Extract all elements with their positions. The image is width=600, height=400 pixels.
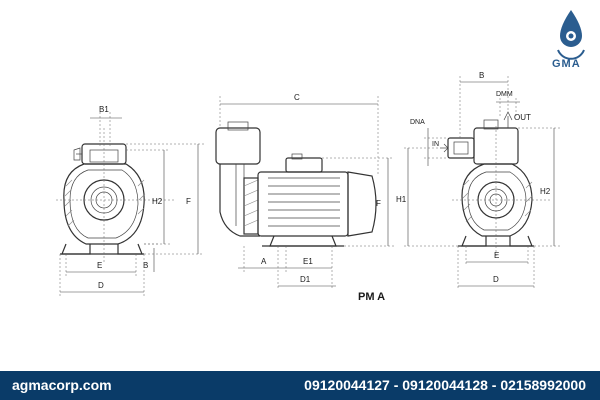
side-label-a: A (261, 257, 267, 266)
rear-label-in: IN (432, 141, 439, 148)
side-label-f: F (376, 199, 381, 208)
side-label-c: C (294, 93, 300, 102)
rear-label-dna: DNA (410, 119, 425, 126)
footer-phones: 09120044127 - 09120044128 - 02158992000 (304, 377, 586, 393)
footer-website: agmacorp.com (12, 377, 112, 393)
rear-label-b: B (479, 71, 484, 80)
rear-label-out: OUT (514, 113, 531, 122)
footer-bar (0, 371, 600, 400)
front-label-d: D (98, 281, 104, 290)
front-label-h2: H2 (152, 197, 163, 206)
rear-label-d: D (493, 275, 499, 284)
model-title: PM A (358, 291, 385, 303)
front-view: B1 H2 F E B D (56, 105, 204, 296)
rear-label-h2: H2 (540, 187, 551, 196)
front-label-b1: B1 (99, 105, 109, 114)
water-drop-gear-icon (557, 10, 585, 60)
rear-label-h1: H1 (396, 195, 407, 204)
rear-label-dmm: DMM (496, 91, 513, 98)
rear-label-e: E (494, 251, 499, 260)
side-view: C F A E1 D1 (215, 93, 394, 290)
front-label-b: B (143, 261, 148, 270)
side-label-d1: D1 (300, 275, 311, 284)
front-label-e: E (97, 261, 102, 270)
rear-view: B DMM OUT DNA IN H1 H2 E D (396, 71, 560, 290)
brand-logo-text: GMA (552, 58, 581, 70)
side-label-e1: E1 (303, 257, 313, 266)
front-label-f: F (186, 197, 191, 206)
